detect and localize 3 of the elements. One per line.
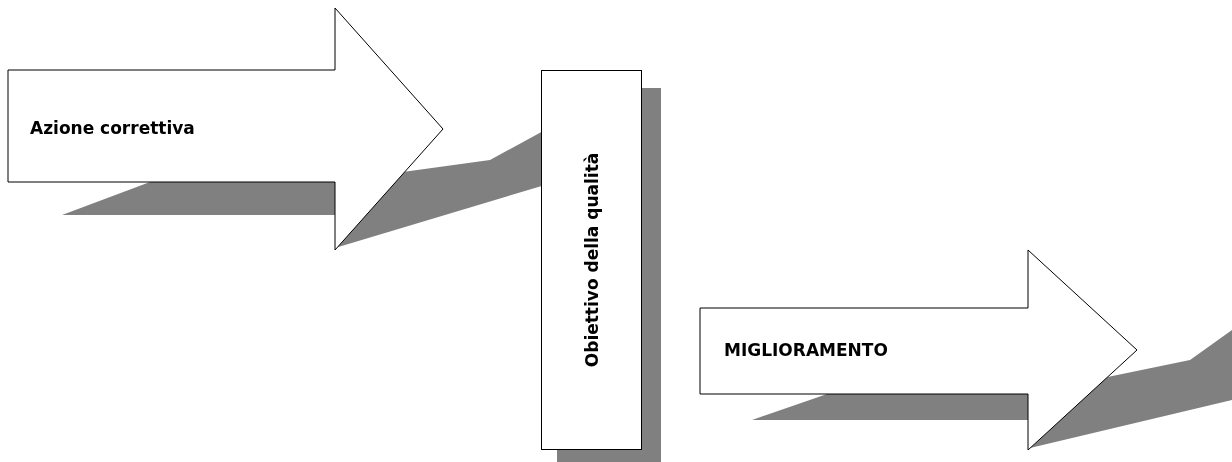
node-label: Obiettivo della qualità (581, 152, 602, 368)
node-label: Azione correttiva (30, 118, 195, 138)
node-label: MIGLIORAMENTO (724, 340, 888, 360)
